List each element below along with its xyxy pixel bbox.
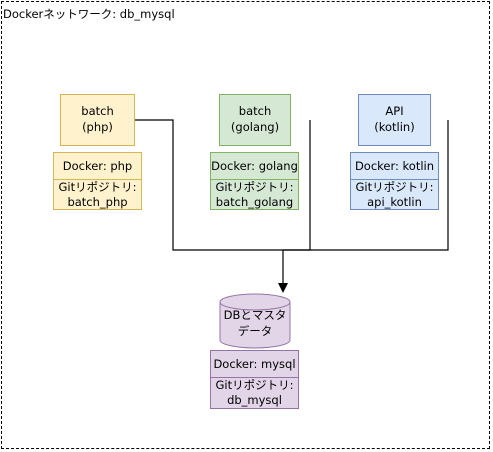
docker-image-label: Docker: mysql [211,351,298,378]
info-batch-php: Docker: php Gitリポジトリ: batch_php [53,152,142,210]
service-name: batch [238,104,272,119]
docker-image-label: Docker: golang [211,153,298,180]
git-repo-name: batch_golang [215,194,294,209]
database-label-line1: DBとマスタ [223,308,287,322]
service-api-kotlin[interactable]: API (kotlin) [358,94,431,146]
git-repo-label: Gitリポジトリ: [355,180,434,194]
service-batch-golang[interactable]: batch (golang) [219,94,291,146]
git-repo-label: Gitリポジトリ: [215,180,294,194]
git-repo-label: Gitリポジトリ: [58,180,137,194]
git-repo: Gitリポジトリ: batch_php [54,180,141,210]
info-batch-golang: Docker: golang Gitリポジトリ: batch_golang [210,152,299,210]
git-repo: Gitリポジトリ: db_mysql [211,378,298,408]
git-repo-name: api_kotlin [367,194,422,209]
database-label[interactable]: DBとマスタ データ [220,308,290,339]
database-label-line2: データ [237,323,273,338]
connector-kotlin [283,120,449,251]
git-repo: Gitリポジトリ: api_kotlin [351,180,438,210]
info-api-kotlin: Docker: kotlin Gitリポジトリ: api_kotlin [350,152,439,210]
git-repo: Gitリポジトリ: batch_golang [211,180,298,210]
database-cylinder-icon [219,293,291,349]
docker-image-label: Docker: kotlin [351,153,438,180]
service-name: batch [81,104,114,119]
service-lang: (php) [82,120,113,134]
service-batch-php[interactable]: batch (php) [60,94,135,146]
service-lang: (kotlin) [374,120,415,134]
git-repo-name: batch_php [67,194,128,209]
git-repo-label: Gitリポジトリ: [215,378,294,393]
network-title: Dockerネットワーク: db_mysql [3,7,175,21]
info-db-mysql: Docker: mysql Gitリポジトリ: db_mysql [210,350,299,409]
connector-php [135,119,283,251]
service-name: API [385,104,404,119]
docker-image-label: Docker: php [54,153,141,180]
git-repo-name: db_mysql [227,393,282,407]
arrowhead-icon [278,283,288,293]
service-lang: (golang) [230,120,280,134]
